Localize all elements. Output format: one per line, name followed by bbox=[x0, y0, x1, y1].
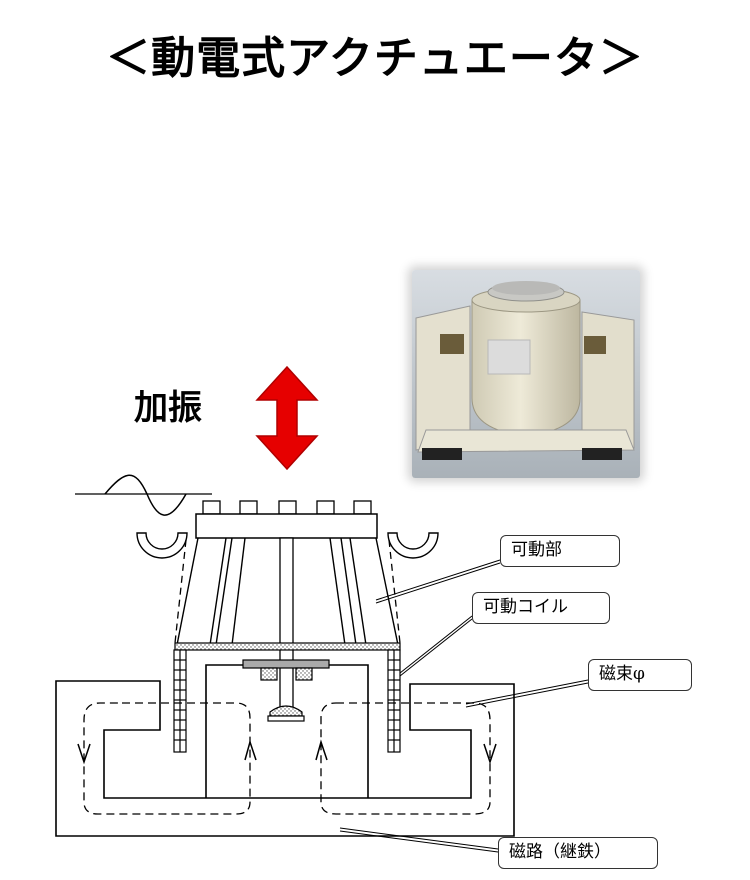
lead-wires bbox=[174, 539, 401, 644]
label-moving-coil: 可動コイル bbox=[472, 592, 610, 624]
sine-wave bbox=[104, 474, 187, 516]
label-magnetic-flux: 磁束φ bbox=[588, 659, 692, 691]
product-photo bbox=[412, 270, 640, 478]
rod-foot bbox=[269, 705, 303, 717]
right-suspension bbox=[387, 532, 439, 559]
coil-former bbox=[174, 642, 401, 651]
moving-part-frame bbox=[176, 537, 399, 646]
table-bumps bbox=[202, 500, 372, 515]
vibration-table bbox=[195, 513, 378, 539]
center-rod bbox=[279, 537, 294, 709]
label-moving-part: 可動部 bbox=[500, 535, 620, 567]
flux-arrows-icon bbox=[77, 739, 497, 765]
label-magnetic-circuit: 磁路（継鉄） bbox=[498, 837, 658, 869]
pole-plate bbox=[242, 659, 330, 681]
left-coil bbox=[173, 649, 187, 753]
rod-base bbox=[267, 715, 305, 722]
callout-leaders bbox=[339, 559, 589, 853]
left-suspension bbox=[136, 532, 188, 559]
vibration-arrow-icon bbox=[255, 365, 319, 471]
magnetic-yoke bbox=[55, 680, 515, 837]
right-coil bbox=[387, 649, 401, 753]
excitation-label: 加振 bbox=[134, 388, 202, 428]
page-title: ＜動電式アクチュエータ＞ bbox=[106, 33, 644, 84]
shaker-photo-illustration bbox=[412, 270, 640, 478]
